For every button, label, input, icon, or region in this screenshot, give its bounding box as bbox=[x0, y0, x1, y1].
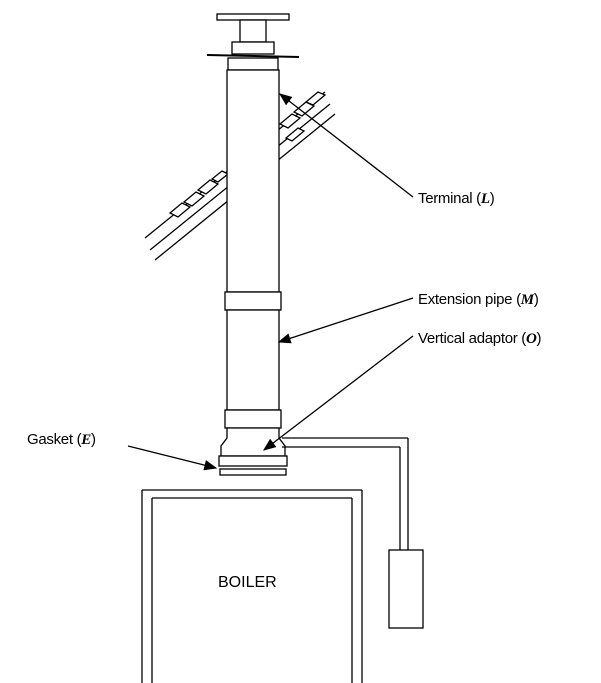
terminal-label: Terminal (L) bbox=[418, 190, 495, 207]
gasket bbox=[218, 455, 288, 476]
boiler-label: BOILER bbox=[218, 574, 277, 591]
roof-tiles bbox=[168, 91, 327, 218]
roof bbox=[144, 91, 336, 261]
terminal bbox=[206, 13, 300, 71]
extension-pipe bbox=[224, 69, 282, 429]
boiler: BOILER bbox=[141, 489, 363, 683]
leader-lines bbox=[127, 93, 414, 471]
vertical-adaptor-label: Vertical adaptor (O) bbox=[418, 330, 542, 347]
gasket-label: Gasket (E) bbox=[27, 431, 96, 448]
condensate-trap bbox=[388, 549, 424, 629]
extension-pipe-label: Extension pipe (M) bbox=[418, 291, 539, 308]
vertical-adaptor bbox=[220, 427, 409, 550]
